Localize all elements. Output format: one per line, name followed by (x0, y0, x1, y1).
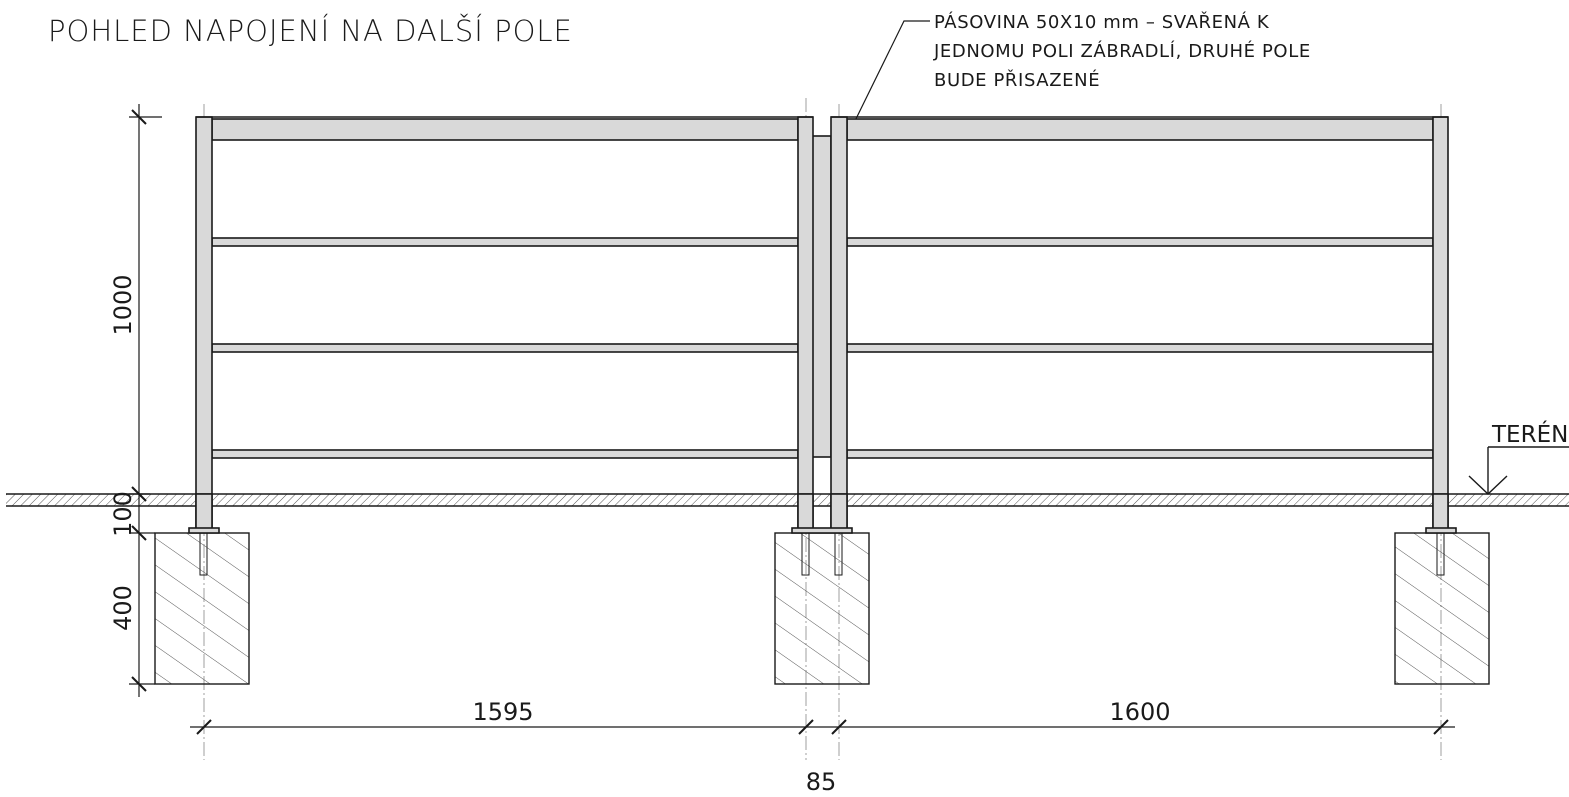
connection-flat-bar (811, 135, 832, 458)
base-plate (1425, 527, 1457, 534)
note-line-2: JEDNOMU POLI ZÁBRADLÍ, DRUHÉ POLE (933, 40, 1311, 62)
railing-panel-left (195, 116, 814, 530)
base-plate (791, 527, 853, 534)
foundation-left (154, 527, 250, 685)
top-rail (211, 118, 799, 141)
dimension-railing-height: 1000 (109, 274, 137, 335)
post (830, 116, 848, 530)
post (195, 116, 213, 530)
middle-rail (846, 237, 1434, 247)
bottom-rail (846, 449, 1434, 459)
foundation-middle (774, 527, 870, 685)
dimension-span-left: 1595 (472, 698, 533, 726)
dimension-foundation-depth: 400 (109, 585, 137, 631)
middle-rail (211, 343, 799, 353)
post (797, 116, 814, 530)
dimension-gap: 85 (806, 768, 837, 796)
middle-rail (846, 343, 1434, 353)
railing-panel-right (830, 116, 1449, 530)
vertical-dimension-line (129, 104, 162, 697)
terrain-line (6, 493, 1569, 507)
foundation-right (1394, 527, 1490, 685)
bottom-rail (211, 449, 799, 459)
base-plate (188, 527, 220, 534)
top-rail (846, 118, 1434, 141)
dimension-below-terrain: 100 (109, 491, 137, 537)
dimension-span-right: 1600 (1109, 698, 1170, 726)
horizontal-dimension-line (190, 719, 1455, 735)
terrain-label: TERÉN (1491, 420, 1568, 448)
middle-rail (211, 237, 799, 247)
note-line-3: BUDE PŘISAZENÉ (934, 69, 1100, 91)
drawing-title: POHLED NAPOJENÍ NA DALŠÍ POLE (48, 14, 573, 48)
material-note: PÁSOVINA 50X10 mm – SVAŘENÁ K JEDNOMU PO… (933, 11, 1311, 91)
note-line-1: PÁSOVINA 50X10 mm – SVAŘENÁ K (934, 11, 1270, 33)
post (1432, 116, 1449, 530)
terrain-level-symbol (1468, 446, 1569, 495)
